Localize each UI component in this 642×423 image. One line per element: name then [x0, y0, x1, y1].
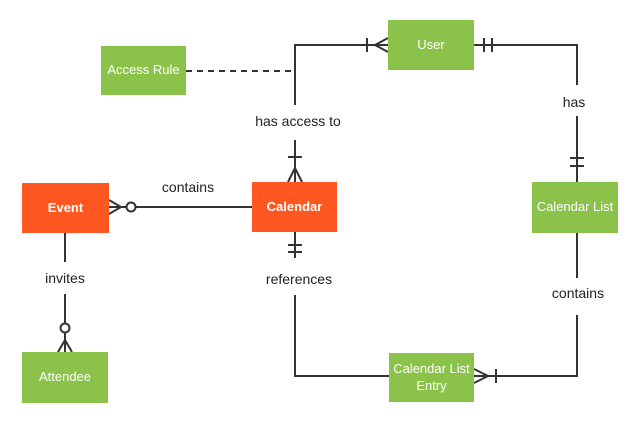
- relationship-label-references: references: [265, 271, 333, 287]
- relationship-label-contains-calendar-list: contains: [551, 285, 605, 301]
- entity-event: Event: [22, 183, 109, 233]
- edge-user-has-calendar-list: [474, 38, 584, 182]
- exactly-one-ticks-marker: [288, 244, 302, 253]
- entity-label: User: [417, 36, 445, 52]
- edge-user-has-access-to-calendar: [287, 37, 389, 183]
- entity-user: User: [388, 20, 474, 70]
- zero-circle-marker: [59, 322, 71, 334]
- edge-calendar-references-entry: [288, 232, 389, 377]
- relationship-label-has: has: [562, 94, 586, 110]
- relationship-label-has-access-to: has access to: [255, 113, 341, 129]
- edge-event-invites-attendee: [57, 233, 73, 353]
- entity-label: Calendar List Entry: [393, 361, 470, 393]
- relationship-label-invites: invites: [45, 270, 85, 286]
- zero-circle-marker: [125, 201, 137, 213]
- entity-label: Event: [47, 199, 84, 215]
- entity-access-rule: Access Rule: [101, 46, 186, 95]
- entity-label: Attendee: [38, 369, 92, 385]
- edge-calendar-list-contains-entry: [473, 233, 578, 384]
- exactly-one-ticks-marker: [483, 38, 493, 52]
- entity-label: Calendar: [266, 198, 323, 214]
- entity-calendar-list-entry: Calendar List Entry: [389, 353, 474, 402]
- entity-attendee: Attendee: [22, 352, 108, 403]
- relationship-label-contains-event-calendar: contains: [161, 179, 215, 195]
- entity-calendar-list: Calendar List: [532, 182, 618, 233]
- edge-event-contains-calendar: [108, 199, 252, 215]
- entity-label: Access Rule: [107, 62, 180, 78]
- entity-calendar: Calendar: [252, 182, 337, 232]
- entity-label: Calendar List: [536, 199, 614, 215]
- exactly-one-ticks-marker: [570, 157, 584, 167]
